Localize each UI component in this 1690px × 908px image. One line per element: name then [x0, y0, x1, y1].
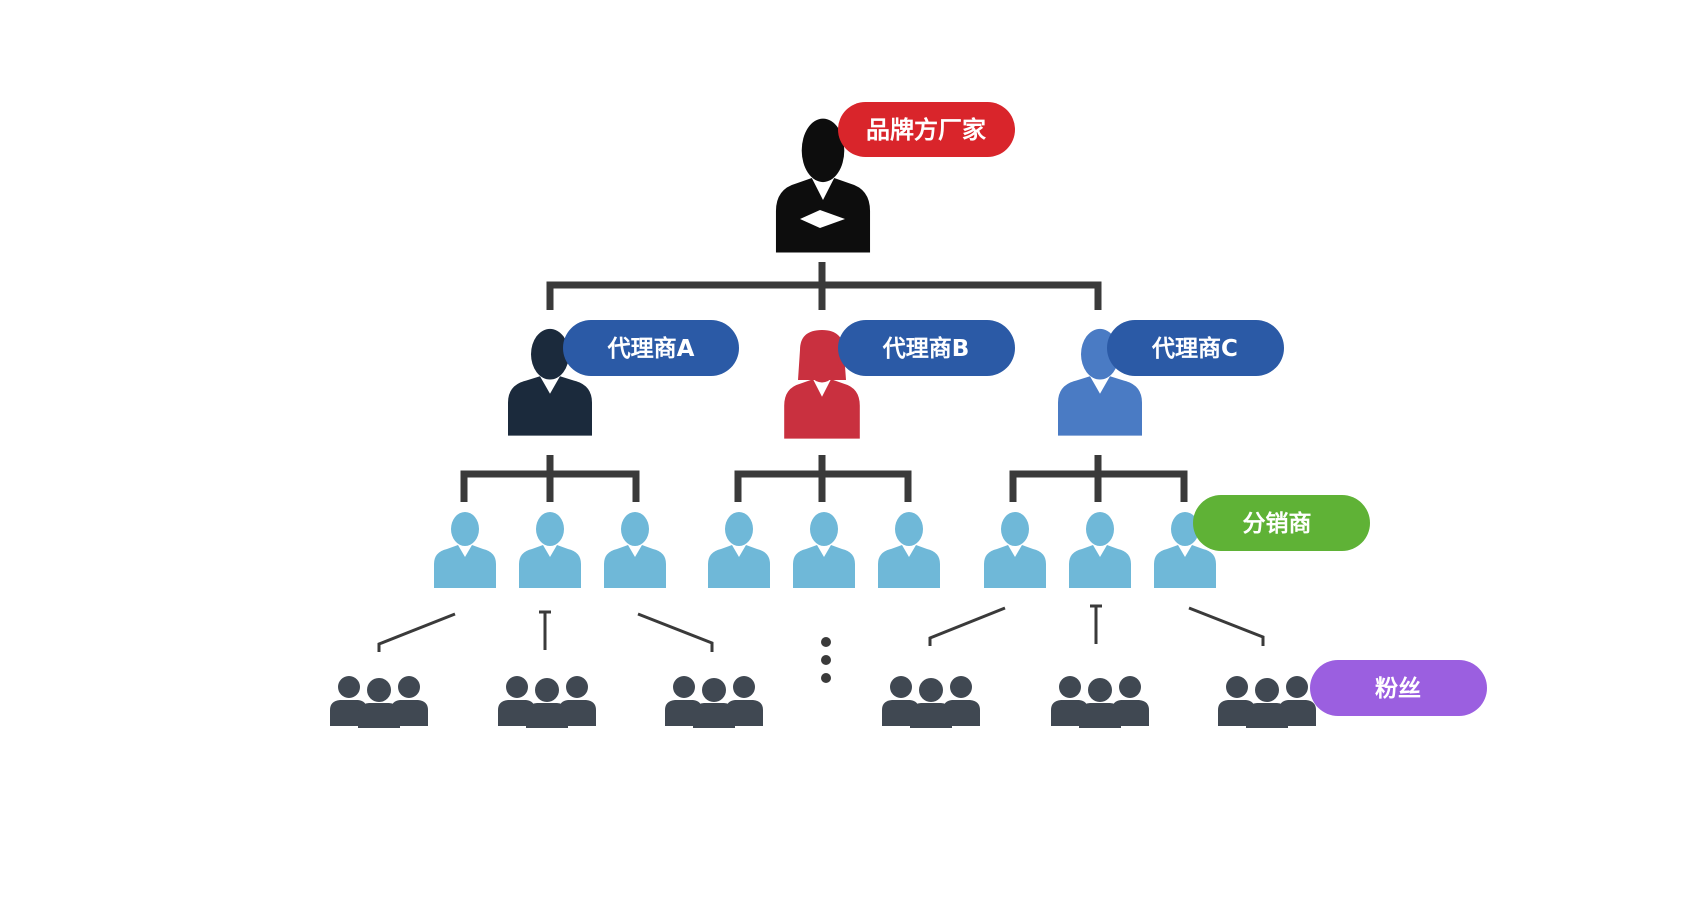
- person-icon: [878, 512, 940, 588]
- businessman-icon: [775, 118, 871, 253]
- person-icon: [1069, 512, 1131, 588]
- ellipsis-dots: [821, 637, 831, 683]
- person-icon: [519, 512, 581, 588]
- distributor-figures: [434, 512, 1216, 588]
- people-group-icon: [1218, 676, 1316, 728]
- agent-c-label-text: 代理商C: [1151, 335, 1238, 362]
- brand-label: 品牌方厂家: [838, 102, 1015, 157]
- person-icon: [604, 512, 666, 588]
- person-icon: [434, 512, 496, 588]
- distributor-label: 分销商: [1193, 495, 1370, 551]
- agent-b-label-text: 代理商B: [882, 335, 970, 362]
- agent-b-label: 代理商B: [838, 320, 1015, 376]
- agent-a-label: 代理商A: [563, 320, 739, 376]
- agent-a-label-text: 代理商A: [607, 335, 695, 362]
- fans-label: 粉丝: [1310, 660, 1487, 716]
- person-icon: [793, 512, 855, 588]
- people-group-icon: [665, 676, 763, 728]
- agent-c-label: 代理商C: [1107, 320, 1284, 376]
- people-group-icon: [498, 676, 596, 728]
- people-group-icon: [882, 676, 980, 728]
- distributor-label-text: 分销商: [1243, 510, 1312, 537]
- fans-label-text: 粉丝: [1375, 676, 1421, 702]
- person-icon: [708, 512, 770, 588]
- people-group-icon: [1051, 676, 1149, 728]
- person-icon: [984, 512, 1046, 588]
- people-group-icon: [330, 676, 428, 728]
- businesswoman-icon: [784, 330, 860, 439]
- connector-lines: [377, 262, 1265, 652]
- fans-groups: [330, 676, 1316, 728]
- brand-label-text: 品牌方厂家: [866, 116, 986, 144]
